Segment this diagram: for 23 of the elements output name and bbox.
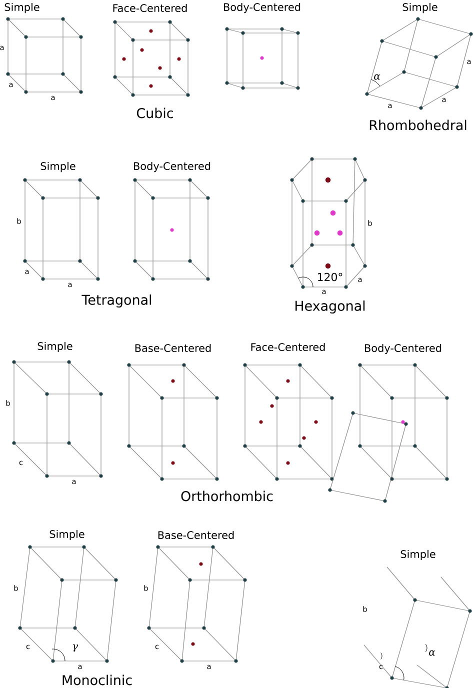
system-name: Hexagonal bbox=[296, 300, 365, 314]
angle-label: α bbox=[374, 74, 380, 80]
system-name: Cubic bbox=[136, 108, 173, 118]
lattice-name: Base-Centered bbox=[135, 344, 211, 352]
angle-label: γ bbox=[73, 644, 78, 652]
system-name: Tetragonal bbox=[82, 294, 151, 308]
system-name: Rhombohedral bbox=[370, 120, 466, 130]
lattice-name: Face-Centered bbox=[113, 4, 187, 12]
lattice-name: Face-Centered bbox=[251, 342, 325, 352]
angle-label: 120° bbox=[318, 272, 342, 282]
lattice-name: Simple bbox=[4, 2, 40, 14]
lattice-name: Body-Centered bbox=[134, 162, 210, 172]
angle-label: α bbox=[429, 650, 436, 656]
lattice-name: Simple bbox=[50, 530, 84, 540]
lattice-name: Base-Centered bbox=[158, 530, 234, 540]
lattice-name: Body-Centered bbox=[224, 2, 300, 14]
lattice-name: Simple bbox=[402, 2, 438, 14]
lattice-name: Body-Centered bbox=[365, 344, 442, 354]
lattice-name: Simple bbox=[400, 550, 436, 560]
lattice-name: Simple bbox=[40, 162, 76, 172]
system-name: Monoclinic bbox=[62, 674, 132, 686]
lattice-name: Simple bbox=[38, 342, 72, 352]
system-name: Orthorhombic bbox=[181, 490, 273, 502]
